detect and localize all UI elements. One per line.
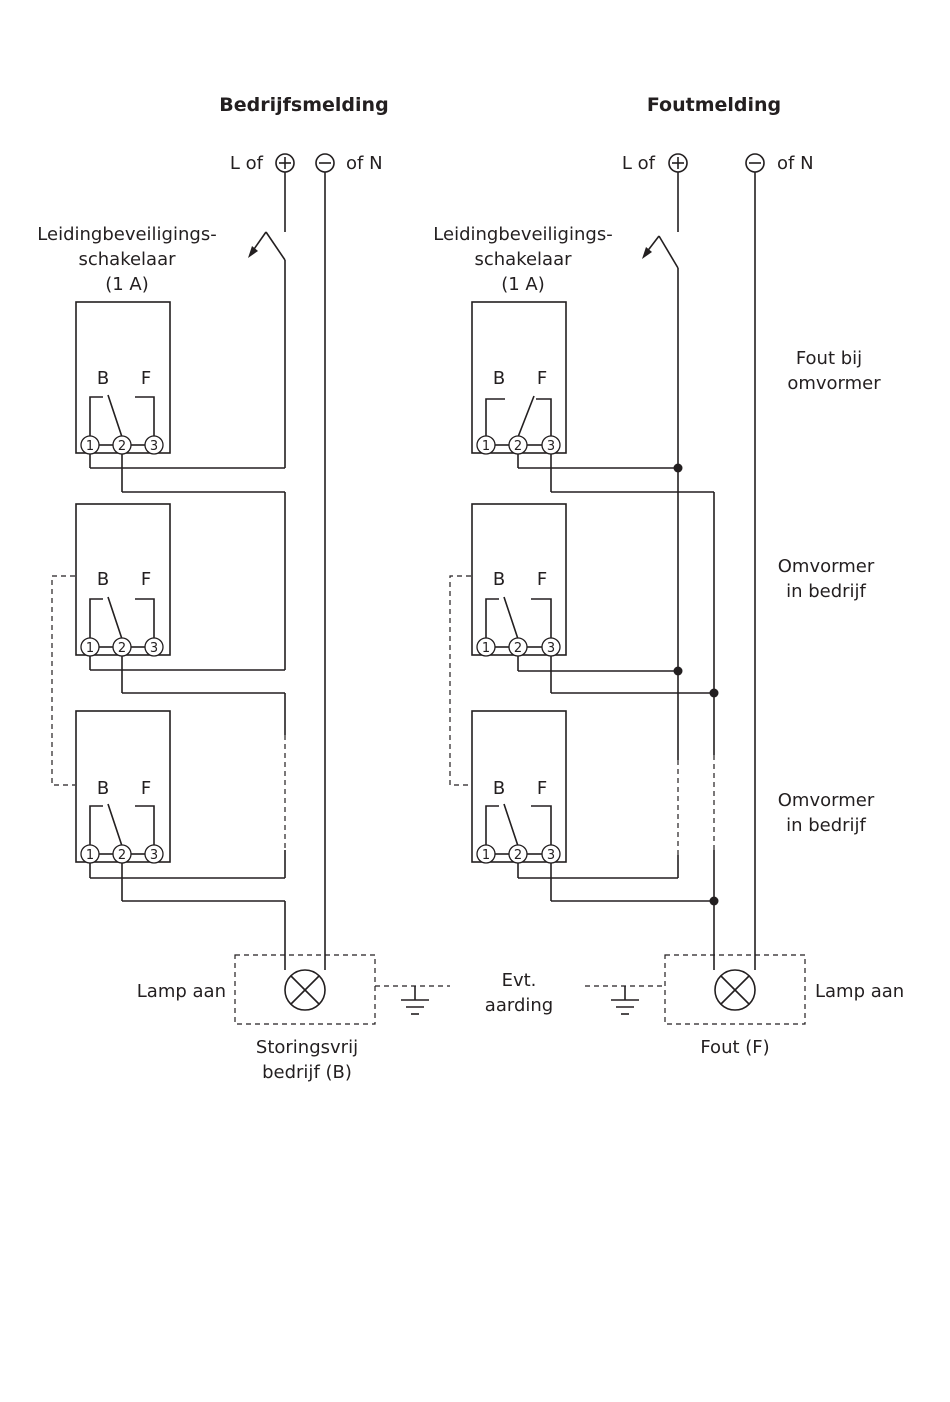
breaker-label-line3: (1 A) — [105, 274, 149, 295]
plus-terminal-icon — [275, 153, 295, 173]
relay-f-label: F — [537, 569, 547, 590]
svg-text:1: 1 — [86, 641, 94, 656]
breaker-label-line2: schakelaar — [78, 249, 176, 270]
ground-icon — [611, 986, 639, 1015]
lamp-housing — [664, 954, 806, 1025]
right-diagram: L of of N Leidingbeveiligings- schakelaa… — [433, 153, 904, 1058]
lamp-icon — [714, 969, 756, 1011]
omvormer-label-line1: Omvormer — [778, 790, 875, 811]
breaker-label-line1: Leidingbeveiligings- — [433, 224, 612, 245]
omvormer-label-line2: in bedrijf — [786, 815, 866, 836]
fout-f-label: Fout (F) — [700, 1037, 769, 1058]
lamp-aan-label: Lamp aan — [815, 981, 904, 1002]
storingsvrij-label-line2: bedrijf (B) — [262, 1062, 352, 1083]
omvormer-label-line1: Omvormer — [778, 556, 875, 577]
junction-dot — [673, 463, 683, 473]
relay-b-label: B — [97, 778, 109, 799]
relay-left-1: B F 1 2 3 — [75, 301, 171, 455]
minus-terminal-icon — [315, 153, 335, 173]
evt-label-line2: aarding — [485, 995, 553, 1016]
relay-f-label: F — [141, 778, 151, 799]
svg-text:2: 2 — [514, 848, 522, 863]
relay-right-1: B F 1 2 3 — [471, 301, 567, 455]
junction-dot — [709, 896, 719, 906]
breaker-label-line2: schakelaar — [474, 249, 572, 270]
junction-dot — [673, 666, 683, 676]
evt-label-line1: Evt. — [502, 970, 537, 991]
plus-terminal-icon — [668, 153, 688, 173]
l-of-label: L of — [622, 153, 656, 174]
fout-bij-label-line2: omvormer — [787, 373, 881, 394]
relay-f-label: F — [141, 368, 151, 389]
svg-text:1: 1 — [86, 439, 94, 454]
l-of-label: L of — [230, 153, 264, 174]
svg-text:2: 2 — [118, 848, 126, 863]
relay-b-label: B — [97, 569, 109, 590]
title-bedrijfsmelding: Bedrijfsmelding — [219, 94, 388, 116]
breaker-label-line3: (1 A) — [501, 274, 545, 295]
svg-text:1: 1 — [482, 439, 490, 454]
relay-right-3: B F 1 2 3 — [471, 710, 567, 864]
title-foutmelding: Foutmelding — [647, 94, 781, 116]
circuit-breaker-icon — [642, 235, 679, 269]
svg-text:3: 3 — [547, 641, 555, 656]
ground-icon — [401, 986, 429, 1015]
breaker-label-line1: Leidingbeveiligings- — [37, 224, 216, 245]
relay-f-label: F — [141, 569, 151, 590]
svg-text:2: 2 — [118, 641, 126, 656]
svg-text:1: 1 — [482, 848, 490, 863]
left-diagram: L of of N Leidingbeveiligings- schakelaa… — [37, 153, 450, 1083]
minus-terminal-icon — [745, 153, 765, 173]
svg-text:2: 2 — [118, 439, 126, 454]
omvormer-label-line2: in bedrijf — [786, 581, 866, 602]
relay-left-2: B F 1 2 3 — [75, 503, 171, 657]
lamp-housing — [234, 954, 376, 1025]
svg-text:3: 3 — [150, 848, 158, 863]
of-n-label: of N — [346, 153, 383, 174]
relay-b-label: B — [493, 368, 505, 389]
junction-dot — [709, 688, 719, 698]
svg-text:2: 2 — [514, 439, 522, 454]
relay-left-3: B F 1 2 3 — [75, 710, 171, 864]
of-n-label: of N — [777, 153, 814, 174]
relay-f-label: F — [537, 778, 547, 799]
lamp-aan-label: Lamp aan — [137, 981, 226, 1002]
storingsvrij-label-line1: Storingsvrij — [256, 1037, 358, 1058]
relay-right-2: B F 1 2 3 — [471, 503, 567, 657]
svg-text:1: 1 — [86, 848, 94, 863]
circuit-breaker-icon — [248, 231, 286, 261]
relay-f-label: F — [537, 368, 547, 389]
svg-text:1: 1 — [482, 641, 490, 656]
svg-text:2: 2 — [514, 641, 522, 656]
lamp-icon — [284, 969, 326, 1011]
relay-b-label: B — [493, 569, 505, 590]
svg-text:3: 3 — [150, 439, 158, 454]
relay-b-label: B — [493, 778, 505, 799]
svg-text:3: 3 — [547, 848, 555, 863]
svg-text:3: 3 — [150, 641, 158, 656]
relay-b-label: B — [97, 368, 109, 389]
svg-text:3: 3 — [547, 439, 555, 454]
fout-bij-label-line1: Fout bij — [796, 348, 862, 369]
